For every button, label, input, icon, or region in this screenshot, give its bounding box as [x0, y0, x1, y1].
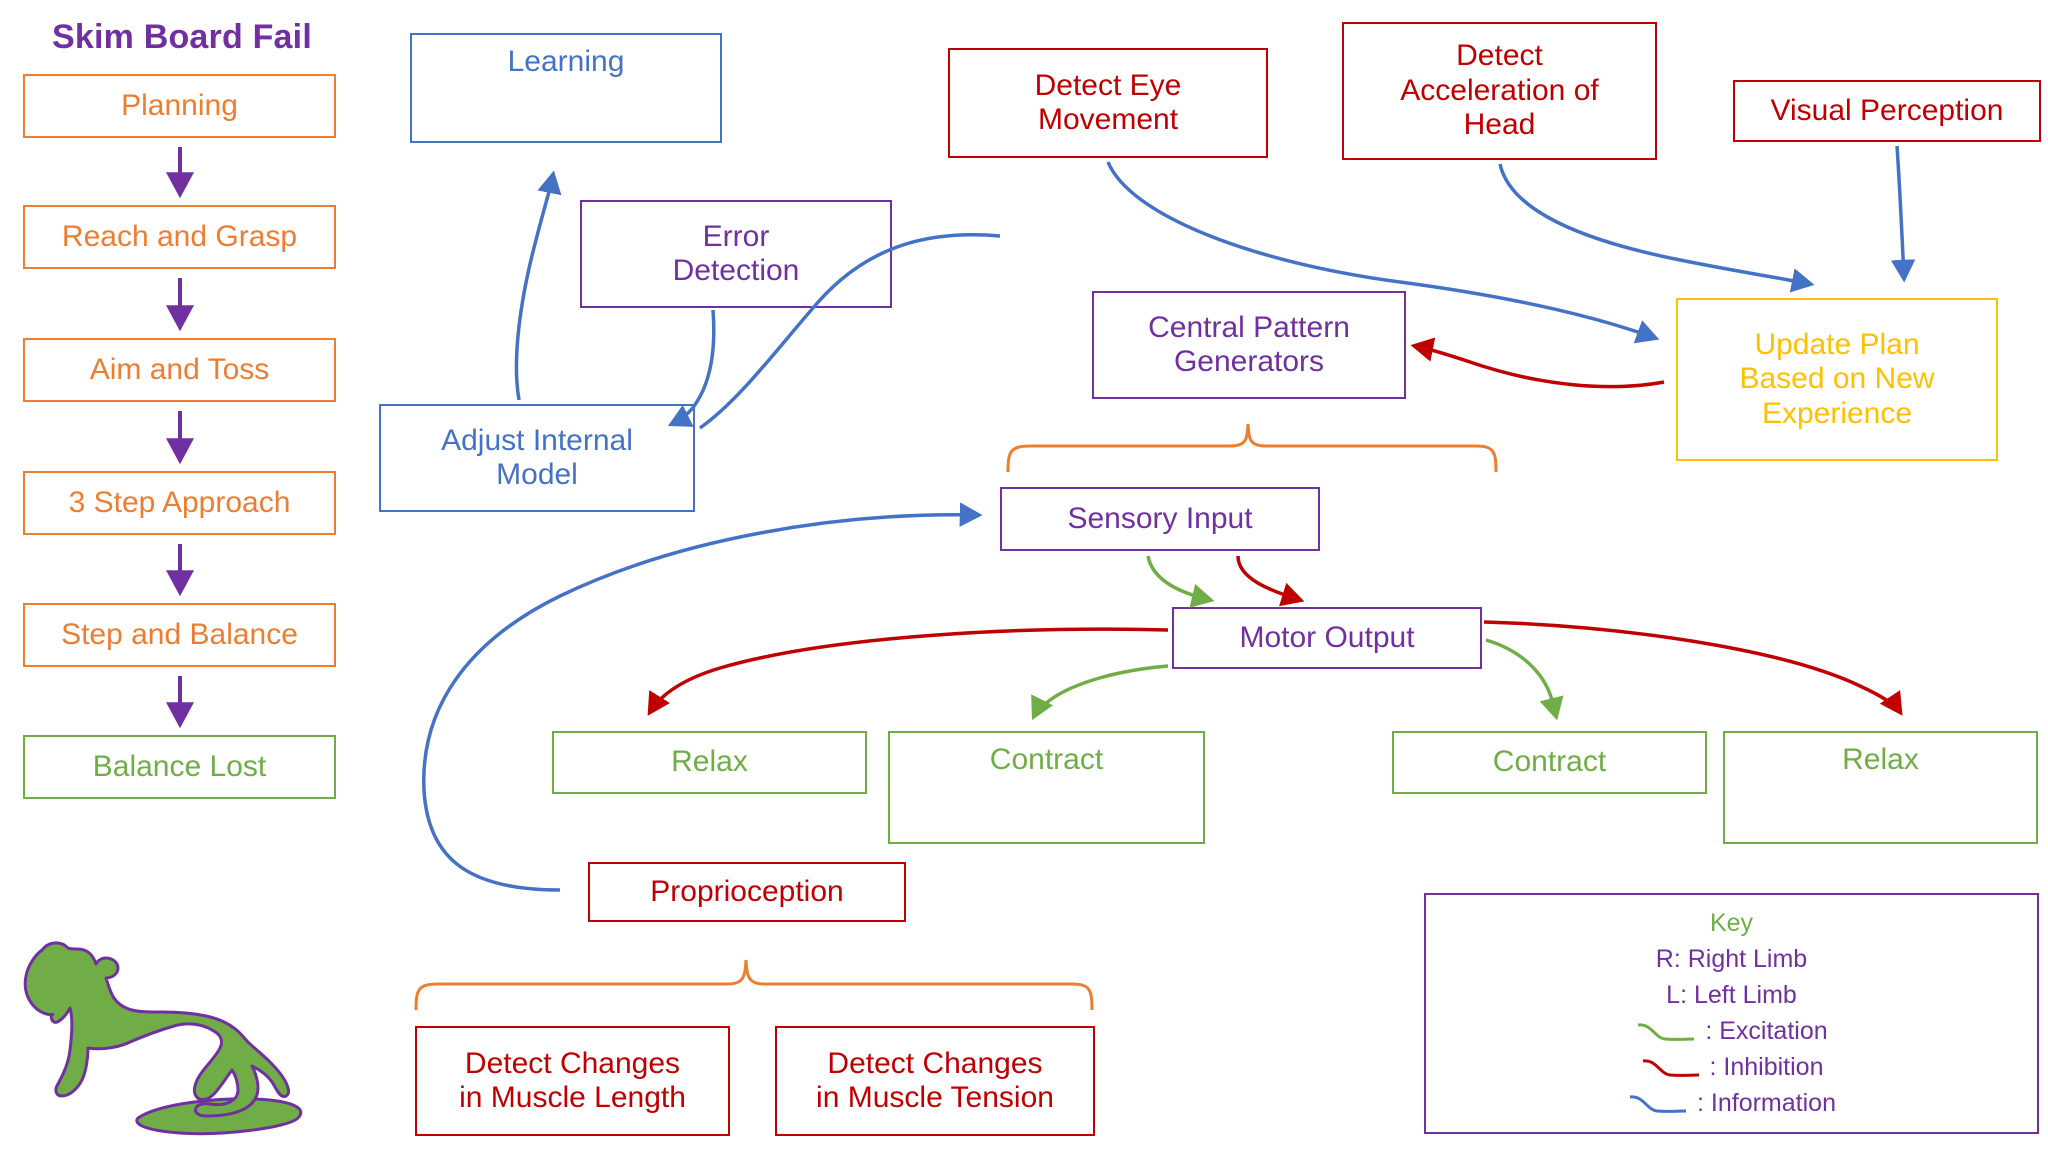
- node-muscle-tension-label-line1: Detect Changes: [827, 1046, 1043, 1080]
- node-adjust-internal-model-label-line2: Model: [496, 458, 578, 491]
- key-label-information: : Information: [1697, 1089, 1836, 1117]
- node-update-plan-label-line2: Based on New: [1739, 362, 1935, 396]
- flow-step-aim-and-toss-label: Aim and Toss: [89, 352, 270, 386]
- key-line-right-limb: R: Right Limb: [1655, 945, 1808, 973]
- node-detect-acceleration-label-line2: Acceleration of: [1400, 73, 1599, 107]
- flow-step-reach-and-grasp[interactable]: Reach and Grasp: [23, 205, 336, 269]
- node-update-plan-label-line3: Experience: [1761, 396, 1913, 430]
- flow-step-planning[interactable]: Planning: [23, 74, 336, 138]
- node-detect-changes-in-muscle-length[interactable]: Detect Changes in Muscle Length: [415, 1026, 730, 1136]
- key-line-left-limb: L: Left Limb: [1666, 981, 1797, 1009]
- node-visual-perception-label: Visual Perception: [1770, 93, 2004, 127]
- wire-motor-to-relax-left: [647, 627, 1169, 716]
- flow-step-step-and-balance-label: Step and Balance: [61, 617, 298, 651]
- node-relax-left[interactable]: Relax: [552, 731, 867, 794]
- node-adjust-internal-model[interactable]: Adjust Internal Model: [379, 404, 695, 512]
- node-motor-output[interactable]: Motor Output: [1172, 607, 1482, 669]
- node-detect-acceleration-label-line3: Head: [1463, 108, 1536, 142]
- node-relax-right-label: Relax: [1842, 743, 1919, 776]
- wire-sensory-to-motor-excitation: [1146, 555, 1215, 608]
- node-detect-eye-movement-label-line2: Movement: [1037, 103, 1179, 136]
- flow-step-step-and-balance[interactable]: Step and Balance: [23, 603, 336, 667]
- node-central-pattern-generators[interactable]: Central Pattern Generators: [1092, 291, 1406, 399]
- node-muscle-length-label-line1: Detect Changes: [464, 1046, 681, 1080]
- key-label-excitation: : Excitation: [1705, 1017, 1828, 1045]
- wire-adjust-model-to-learning: [514, 170, 562, 401]
- flow-step-3-step-approach-label: 3 Step Approach: [68, 485, 291, 519]
- flow-step-aim-and-toss[interactable]: Aim and Toss: [23, 338, 336, 402]
- wire-motor-to-relax-right: [1483, 620, 1903, 716]
- node-contract-left-label: Contract: [989, 743, 1104, 776]
- flow-step-planning-label: Planning: [121, 88, 238, 122]
- node-sensory-input[interactable]: Sensory Input: [1000, 487, 1320, 551]
- page-title: Skim Board Fail: [52, 18, 312, 56]
- key-legend-box: Key R: Right Limb L: Left Limb : Excitat…: [1424, 893, 2039, 1134]
- node-error-detection[interactable]: Error Detection: [580, 200, 892, 308]
- node-learning[interactable]: Learning: [410, 33, 722, 143]
- node-visual-perception[interactable]: Visual Perception: [1733, 80, 2041, 142]
- node-motor-output-label: Motor Output: [1239, 620, 1415, 654]
- node-update-plan-based-on-new-experience[interactable]: Update Plan Based on New Experience: [1676, 298, 1998, 461]
- node-proprioception[interactable]: Proprioception: [588, 862, 906, 922]
- node-detect-acceleration-of-head[interactable]: Detect Acceleration of Head: [1342, 22, 1657, 160]
- node-contract-right[interactable]: Contract: [1392, 731, 1707, 794]
- node-error-detection-label-line2: Detection: [672, 254, 800, 287]
- flow-step-3-step-approach[interactable]: 3 Step Approach: [23, 471, 336, 535]
- brace-proprioception-to-muscle-detectors: [414, 959, 1094, 1011]
- key-label-inhibition: : Inhibition: [1709, 1053, 1824, 1081]
- node-detect-acceleration-label-line1: Detect: [1456, 39, 1543, 73]
- wire-motor-to-contract-right: [1485, 638, 1564, 721]
- wire-sensory-to-motor-inhibition: [1236, 555, 1305, 607]
- node-adjust-internal-model-label-line1: Adjust Internal: [441, 423, 633, 457]
- excitation-curve-icon: [1638, 1022, 1695, 1041]
- information-curve-icon: [1629, 1094, 1687, 1113]
- node-error-detection-label-line1: Error: [702, 219, 770, 253]
- node-contract-left[interactable]: Contract: [888, 731, 1205, 844]
- node-detect-eye-movement-label-line1: Detect Eye: [1034, 68, 1182, 102]
- node-update-plan-label-line1: Update Plan: [1754, 327, 1920, 361]
- flow-step-balance-lost[interactable]: Balance Lost: [23, 735, 336, 799]
- node-proprioception-label: Proprioception: [650, 874, 844, 908]
- node-learning-label: Learning: [507, 45, 625, 78]
- node-detect-changes-in-muscle-tension[interactable]: Detect Changes in Muscle Tension: [775, 1026, 1095, 1136]
- node-sensory-input-label: Sensory Input: [1067, 501, 1253, 535]
- node-central-pattern-generators-label-line2: Generators: [1173, 345, 1325, 378]
- node-relax-right[interactable]: Relax: [1723, 731, 2038, 844]
- inhibition-curve-icon: [1642, 1058, 1699, 1077]
- node-detect-eye-movement[interactable]: Detect Eye Movement: [948, 48, 1268, 158]
- node-contract-right-label: Contract: [1492, 745, 1607, 779]
- node-muscle-tension-label-line2: in Muscle Tension: [816, 1081, 1054, 1114]
- skimboarder-illustration: [23, 941, 303, 1136]
- flow-step-balance-lost-label: Balance Lost: [92, 749, 267, 783]
- wire-head-acceleration-to-update-plan: [1498, 163, 1815, 293]
- wire-update-plan-to-cpg: [1410, 337, 1665, 389]
- key-title: Key: [1709, 909, 1754, 937]
- wire-visual-perception-to-update-plan: [1890, 145, 1916, 283]
- brace-cpg-to-sensory-motor: [1006, 423, 1498, 473]
- node-relax-left-label: Relax: [671, 745, 748, 779]
- wire-motor-to-contract-left: [1031, 664, 1169, 721]
- flow-step-reach-and-grasp-label: Reach and Grasp: [61, 219, 298, 253]
- node-central-pattern-generators-label-line1: Central Pattern: [1148, 310, 1350, 344]
- node-muscle-length-label-line2: in Muscle Length: [459, 1081, 686, 1114]
